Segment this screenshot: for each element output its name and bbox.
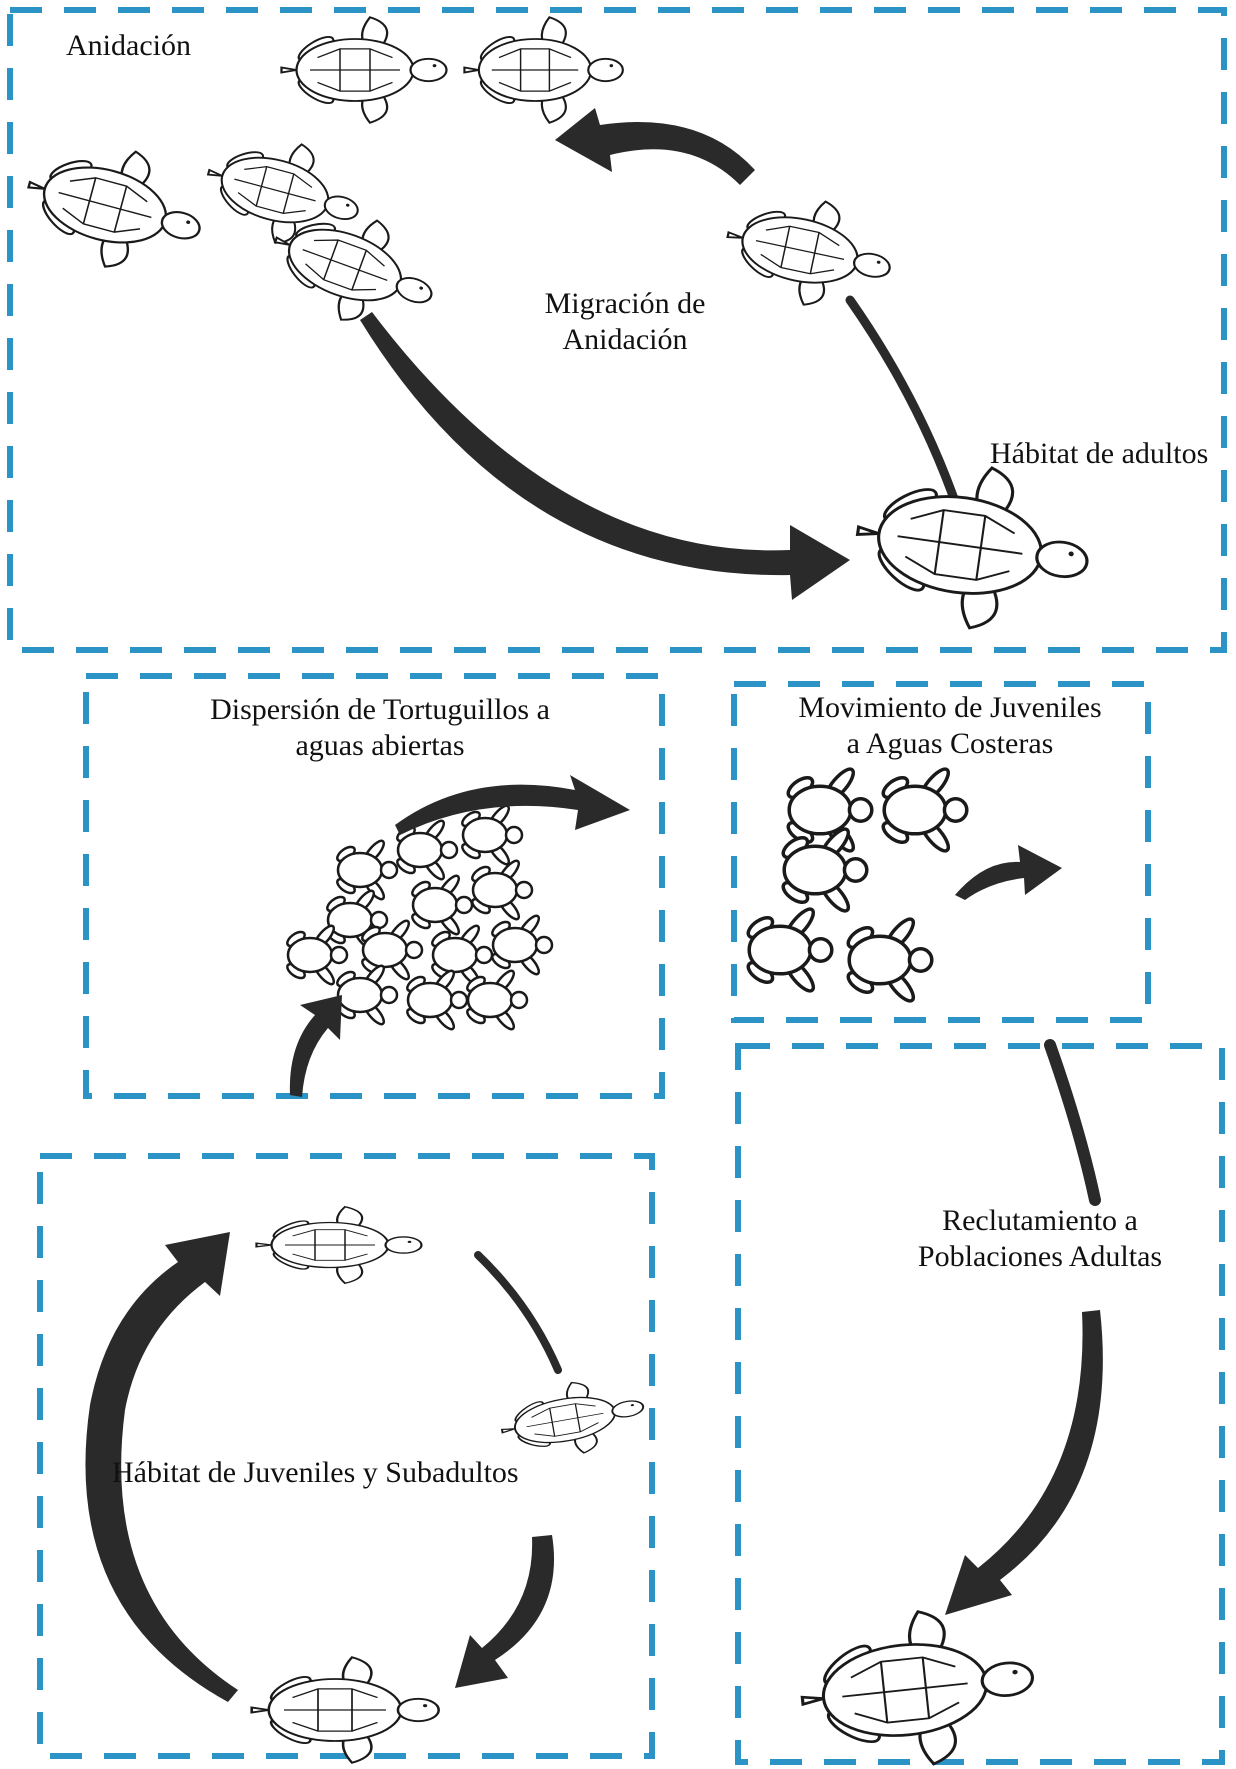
curved-arrow-icon (945, 1310, 1103, 1615)
juvenile-group (745, 765, 967, 1004)
label-line: Reclutamiento a (880, 1203, 1200, 1239)
sea-turtle-icon (496, 1371, 649, 1466)
hatchling-group (285, 803, 552, 1032)
sea-turtle-icon (257, 1207, 422, 1284)
migration-line (850, 300, 958, 510)
label-line: aguas abiertas (170, 728, 590, 764)
label-juvenile-movement: Movimiento de Juveniles a Aguas Costeras (760, 690, 1140, 762)
label-line: a Aguas Costeras (760, 726, 1140, 762)
label-nesting: Anidación (66, 28, 191, 64)
label-line: Movimiento de Juveniles (760, 690, 1140, 726)
sea-turtle-icon (14, 127, 215, 287)
sea-turtle-icon (464, 17, 622, 122)
label-adult-habitat: Hábitat de adultos (990, 436, 1208, 472)
sea-turtle-icon (282, 17, 447, 122)
dashed-box-recruitment (738, 1046, 1222, 1762)
label-recruitment: Reclutamiento a Poblaciones Adultas (880, 1203, 1200, 1275)
habitat-line (478, 1255, 558, 1370)
label-line: Anidación (510, 322, 740, 358)
sea-turtle-icon (847, 451, 1098, 643)
sea-turtle-icon (252, 1657, 439, 1762)
label-line: Dispersión de Tortuguillos a (170, 692, 590, 728)
label-line: Poblaciones Adultas (880, 1239, 1200, 1275)
label-nesting-migration: Migración de Anidación (510, 286, 740, 358)
label-line: Migración de (510, 286, 740, 322)
curved-arrow-icon (955, 845, 1062, 900)
curved-arrow-icon (555, 108, 755, 185)
label-juvenile-habitat: Hábitat de Juveniles y Subadultos (112, 1455, 519, 1491)
recruitment-line (1050, 1045, 1095, 1200)
curved-arrow-icon (290, 995, 342, 1097)
sea-turtle-icon (717, 183, 900, 320)
label-hatchling-dispersal: Dispersión de Tortuguillos a aguas abier… (170, 692, 590, 764)
curved-arrow-icon (455, 1535, 554, 1688)
sea-turtle-icon (795, 1601, 1041, 1769)
